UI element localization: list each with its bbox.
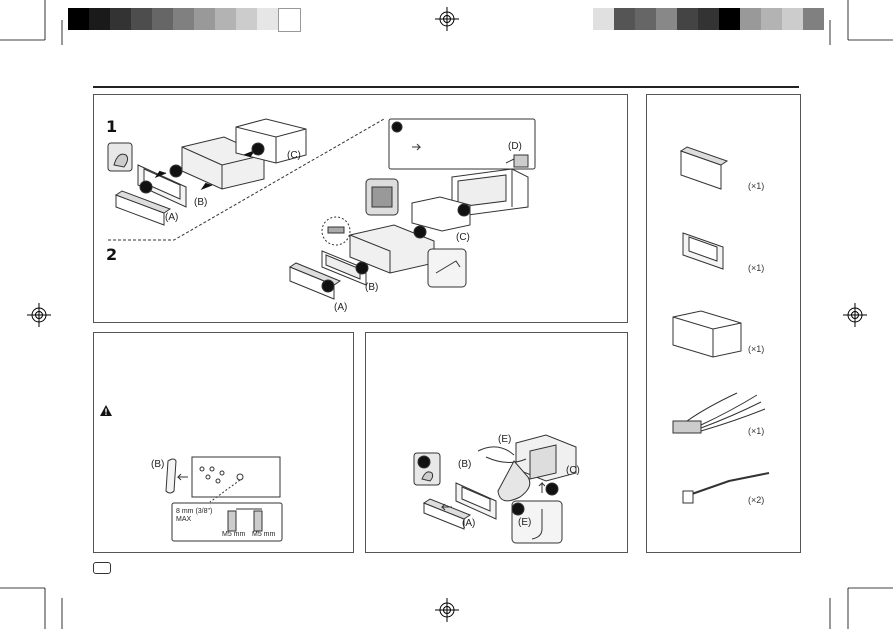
color-swatch [131,8,152,30]
color-swatch [635,8,656,30]
qty-extraction-key: (×2) [748,495,765,505]
color-swatch [614,8,635,30]
label-e-inset: (E) [518,517,532,528]
step-2-number: 2 [106,245,118,264]
color-swatch [173,8,194,30]
removal-diagram [413,434,577,544]
page-tab [93,562,111,574]
mounting-panel: (B) 8 mm (3/8") MAX M5 mm M5 mm [93,332,354,553]
color-swatch [698,8,719,30]
qty-wiring-harness: (×1) [748,426,765,436]
color-swatch [194,8,215,30]
label-b-remove: (B) [458,459,472,470]
installation-diagram [107,118,536,300]
color-swatch [803,8,824,30]
label-c-step2: (C) [456,232,470,243]
label-d: (D) [508,141,522,152]
color-swatch [257,8,278,30]
color-swatch [68,8,89,30]
qty-faceplate: (×1) [748,181,765,191]
parts-illustrations [672,146,770,504]
label-e-top: (E) [498,434,512,445]
registration-target-icon [27,303,51,327]
screw-spec-max: MAX [176,516,192,523]
registration-target-icon [435,598,459,622]
color-swatch [656,8,677,30]
warning-icon [100,405,112,416]
step-1-number: 1 [106,117,118,136]
color-swatch [89,8,110,30]
color-swatch [278,8,301,32]
registration-target-icon [435,7,459,31]
mounting-diagram [165,456,283,542]
color-swatch [110,8,131,30]
label-a-remove: (A) [462,518,476,529]
color-swatch [761,8,782,30]
label-c-step1: (C) [287,150,301,161]
label-b-step1: (B) [194,197,208,208]
screw-spec-m5-b: M5 mm [252,531,276,538]
header-rule [93,86,799,88]
label-c-remove: (C) [566,465,580,476]
installation-panel: 1 2 [93,94,628,323]
color-swatch [782,8,803,30]
color-swatch [593,8,614,30]
color-swatch [677,8,698,30]
label-a-step2: (A) [334,302,348,313]
label-b-mount: (B) [151,459,165,470]
removal-panel: (E) (B) (C) (E) (A) [365,332,628,553]
parts-list-panel: (×1) (×1) (×1) (×1) (×2) [646,94,801,553]
color-swatch [740,8,761,30]
screw-spec-m5-a: M5 mm [222,531,246,538]
qty-trim-plate: (×1) [748,263,765,273]
color-swatch [215,8,236,30]
qty-sleeve: (×1) [748,344,765,354]
registration-target-icon [843,303,867,327]
screw-spec-length: 8 mm (3/8") [176,508,213,515]
color-swatch [152,8,173,30]
color-swatch [719,8,740,30]
label-b-step2: (B) [365,282,379,293]
label-a-step1: (A) [165,212,179,223]
color-swatch [236,8,257,30]
